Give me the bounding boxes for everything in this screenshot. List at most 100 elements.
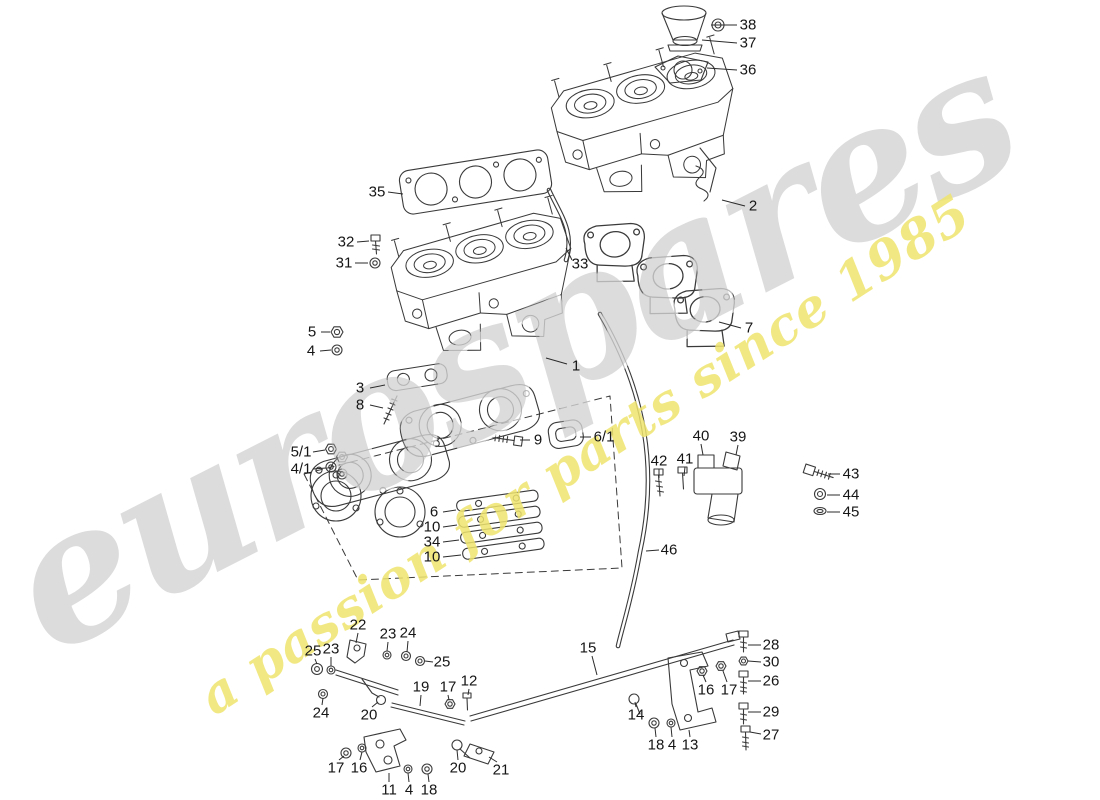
leader-line-10 — [442, 554, 462, 558]
round-flanges — [310, 470, 426, 538]
part-number-44: 44 — [842, 486, 860, 504]
part-number-11: 11 — [381, 781, 397, 799]
rubber-grommet-6-1 — [547, 419, 584, 449]
ball-stud-14 — [628, 693, 641, 715]
leader-line-18 — [654, 727, 657, 738]
washer-18 — [648, 717, 660, 729]
nut-16 — [696, 666, 708, 676]
leader-line-36 — [706, 67, 738, 71]
leader-line-27 — [749, 731, 762, 735]
part-number-14: 14 — [627, 706, 645, 724]
leader-line-16 — [702, 674, 707, 683]
leader-line-1 — [545, 357, 568, 365]
leader-line-4-1 — [312, 467, 327, 470]
part-number-39: 39 — [729, 428, 747, 446]
leader-line-22 — [355, 632, 359, 644]
part-number-17: 17 — [720, 681, 738, 699]
link-rod-19 — [390, 702, 466, 726]
leader-line-12 — [467, 688, 470, 696]
leader-line-7 — [718, 321, 742, 329]
screw-43 — [802, 463, 834, 480]
screw-27 — [740, 725, 751, 751]
part-number-4-1: 4/1 — [290, 460, 312, 478]
leader-line-39 — [735, 444, 739, 456]
leader-line-16 — [359, 751, 363, 761]
lever-22 — [346, 639, 367, 664]
nut-17 — [715, 661, 727, 671]
bracket-11 — [363, 728, 407, 773]
gasket-35 — [398, 149, 553, 215]
screw-12 — [462, 692, 472, 711]
part-number-17: 17 — [327, 759, 345, 777]
leader-line-37 — [701, 39, 738, 44]
part-number-38: 38 — [739, 16, 757, 34]
part-number-5: 5 — [307, 323, 317, 341]
washer-31 — [369, 257, 381, 269]
part-number-23: 23 — [379, 625, 397, 643]
part-number-24: 24 — [399, 624, 417, 642]
leader-line-24 — [406, 640, 409, 653]
part-number-25: 25 — [433, 653, 451, 671]
part-number-20: 20 — [360, 706, 378, 724]
screw-26 — [738, 670, 749, 695]
leader-line-41 — [683, 466, 686, 477]
part-number-16: 16 — [350, 759, 368, 777]
washer-24 — [400, 650, 412, 662]
velocity-stack-37 — [661, 5, 707, 52]
part-number-29: 29 — [762, 703, 780, 721]
washer-44 — [813, 487, 827, 501]
part-number-32: 32 — [337, 233, 355, 251]
subassembly-outline — [303, 395, 623, 581]
leader-line-4 — [670, 726, 673, 738]
leader-line-46 — [645, 549, 660, 552]
part-number-4: 4 — [306, 342, 316, 360]
leader-line-32 — [356, 240, 370, 243]
part-number-36: 36 — [739, 61, 757, 79]
solenoid-valve-39 — [693, 451, 743, 526]
throttle-lever-spring — [695, 147, 717, 202]
washer-45 — [813, 506, 827, 516]
leader-line-5-1 — [312, 449, 326, 453]
nut-5 — [330, 326, 344, 338]
leader-line-13 — [688, 729, 691, 738]
bracket-13 — [667, 651, 717, 731]
part-number-43: 43 — [842, 465, 860, 483]
part-number-12: 12 — [460, 672, 478, 690]
part-number-4: 4 — [667, 736, 677, 754]
leader-line-2 — [721, 199, 746, 207]
part-number-13: 13 — [681, 736, 699, 754]
leader-line-3 — [369, 384, 386, 389]
leader-line-33 — [565, 247, 573, 261]
leader-line-34 — [442, 539, 460, 543]
part-number-24: 24 — [312, 704, 330, 722]
leader-line-40 — [700, 443, 704, 456]
leader-line-6 — [442, 509, 457, 513]
leader-line-14 — [634, 701, 637, 708]
part-number-37: 37 — [739, 34, 757, 52]
leader-line-10 — [442, 524, 458, 528]
part-number-28: 28 — [762, 636, 780, 654]
part-number-41: 41 — [676, 450, 694, 468]
leader-line-17 — [722, 670, 728, 683]
part-number-10: 10 — [423, 548, 441, 566]
rod-end-21 — [463, 743, 495, 765]
leader-line-18 — [427, 773, 430, 783]
part-number-18: 18 — [420, 781, 438, 799]
leader-line-20 — [371, 701, 379, 708]
leader-line-23 — [386, 641, 389, 652]
washers-4-1 — [325, 461, 348, 480]
leader-line-35 — [387, 191, 404, 195]
screw-32 — [370, 234, 381, 255]
part-number-21: 21 — [492, 761, 510, 779]
gasket-3 — [386, 363, 448, 392]
link-rod-15 — [469, 630, 741, 722]
leader-line-4 — [319, 349, 332, 352]
leader-line-4 — [407, 772, 410, 783]
part-number-2: 2 — [748, 197, 758, 215]
leader-line-25 — [314, 658, 318, 665]
part-number-9: 9 — [533, 431, 543, 449]
washer-4 — [331, 344, 343, 356]
